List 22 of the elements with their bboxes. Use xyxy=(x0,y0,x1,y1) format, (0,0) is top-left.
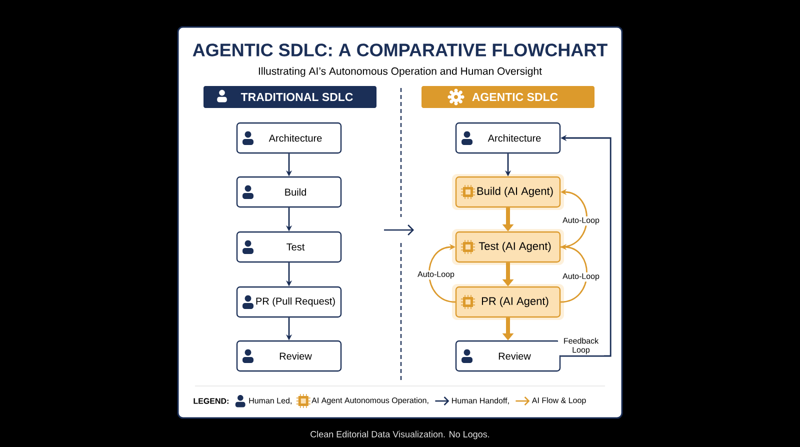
process-box: Architecture xyxy=(455,122,561,154)
legend-text: Human Handoff, xyxy=(452,398,509,404)
subtitle: Illustrating AI’s Autonomous Operation and Human Oversight xyxy=(258,67,542,77)
agent-box: Test (AI Agent) xyxy=(452,229,564,265)
caption: Clean Editorial Data Visualization. No Logos. xyxy=(310,430,490,440)
process-box: Build xyxy=(236,176,342,208)
process-box: Test xyxy=(236,231,342,263)
section-header: TRADITIONAL SDLC xyxy=(204,86,376,108)
legend-heading: LEGEND: xyxy=(194,398,228,404)
title: AGENTIC SDLC: A COMPARATIVE FLOWCHART xyxy=(192,44,608,56)
process-box: Review xyxy=(236,340,342,372)
legend-text: Human Led, xyxy=(249,398,292,404)
arrow xyxy=(428,244,456,303)
agent-box: PR (AI Agent) xyxy=(452,284,564,320)
legend-text: AI Agent Autonomous Operation, xyxy=(312,397,428,405)
legend-text: AI Flow & Loop xyxy=(532,397,586,405)
process-box: Review xyxy=(455,340,561,372)
section-header: AGENTIC SDLC xyxy=(422,86,594,108)
agent-box: Build (AI Agent) xyxy=(452,174,564,210)
edge-label: Feedback Loop xyxy=(558,336,604,356)
process-box: PR (Pull Request) xyxy=(236,286,342,318)
process-box: Architecture xyxy=(236,122,342,154)
